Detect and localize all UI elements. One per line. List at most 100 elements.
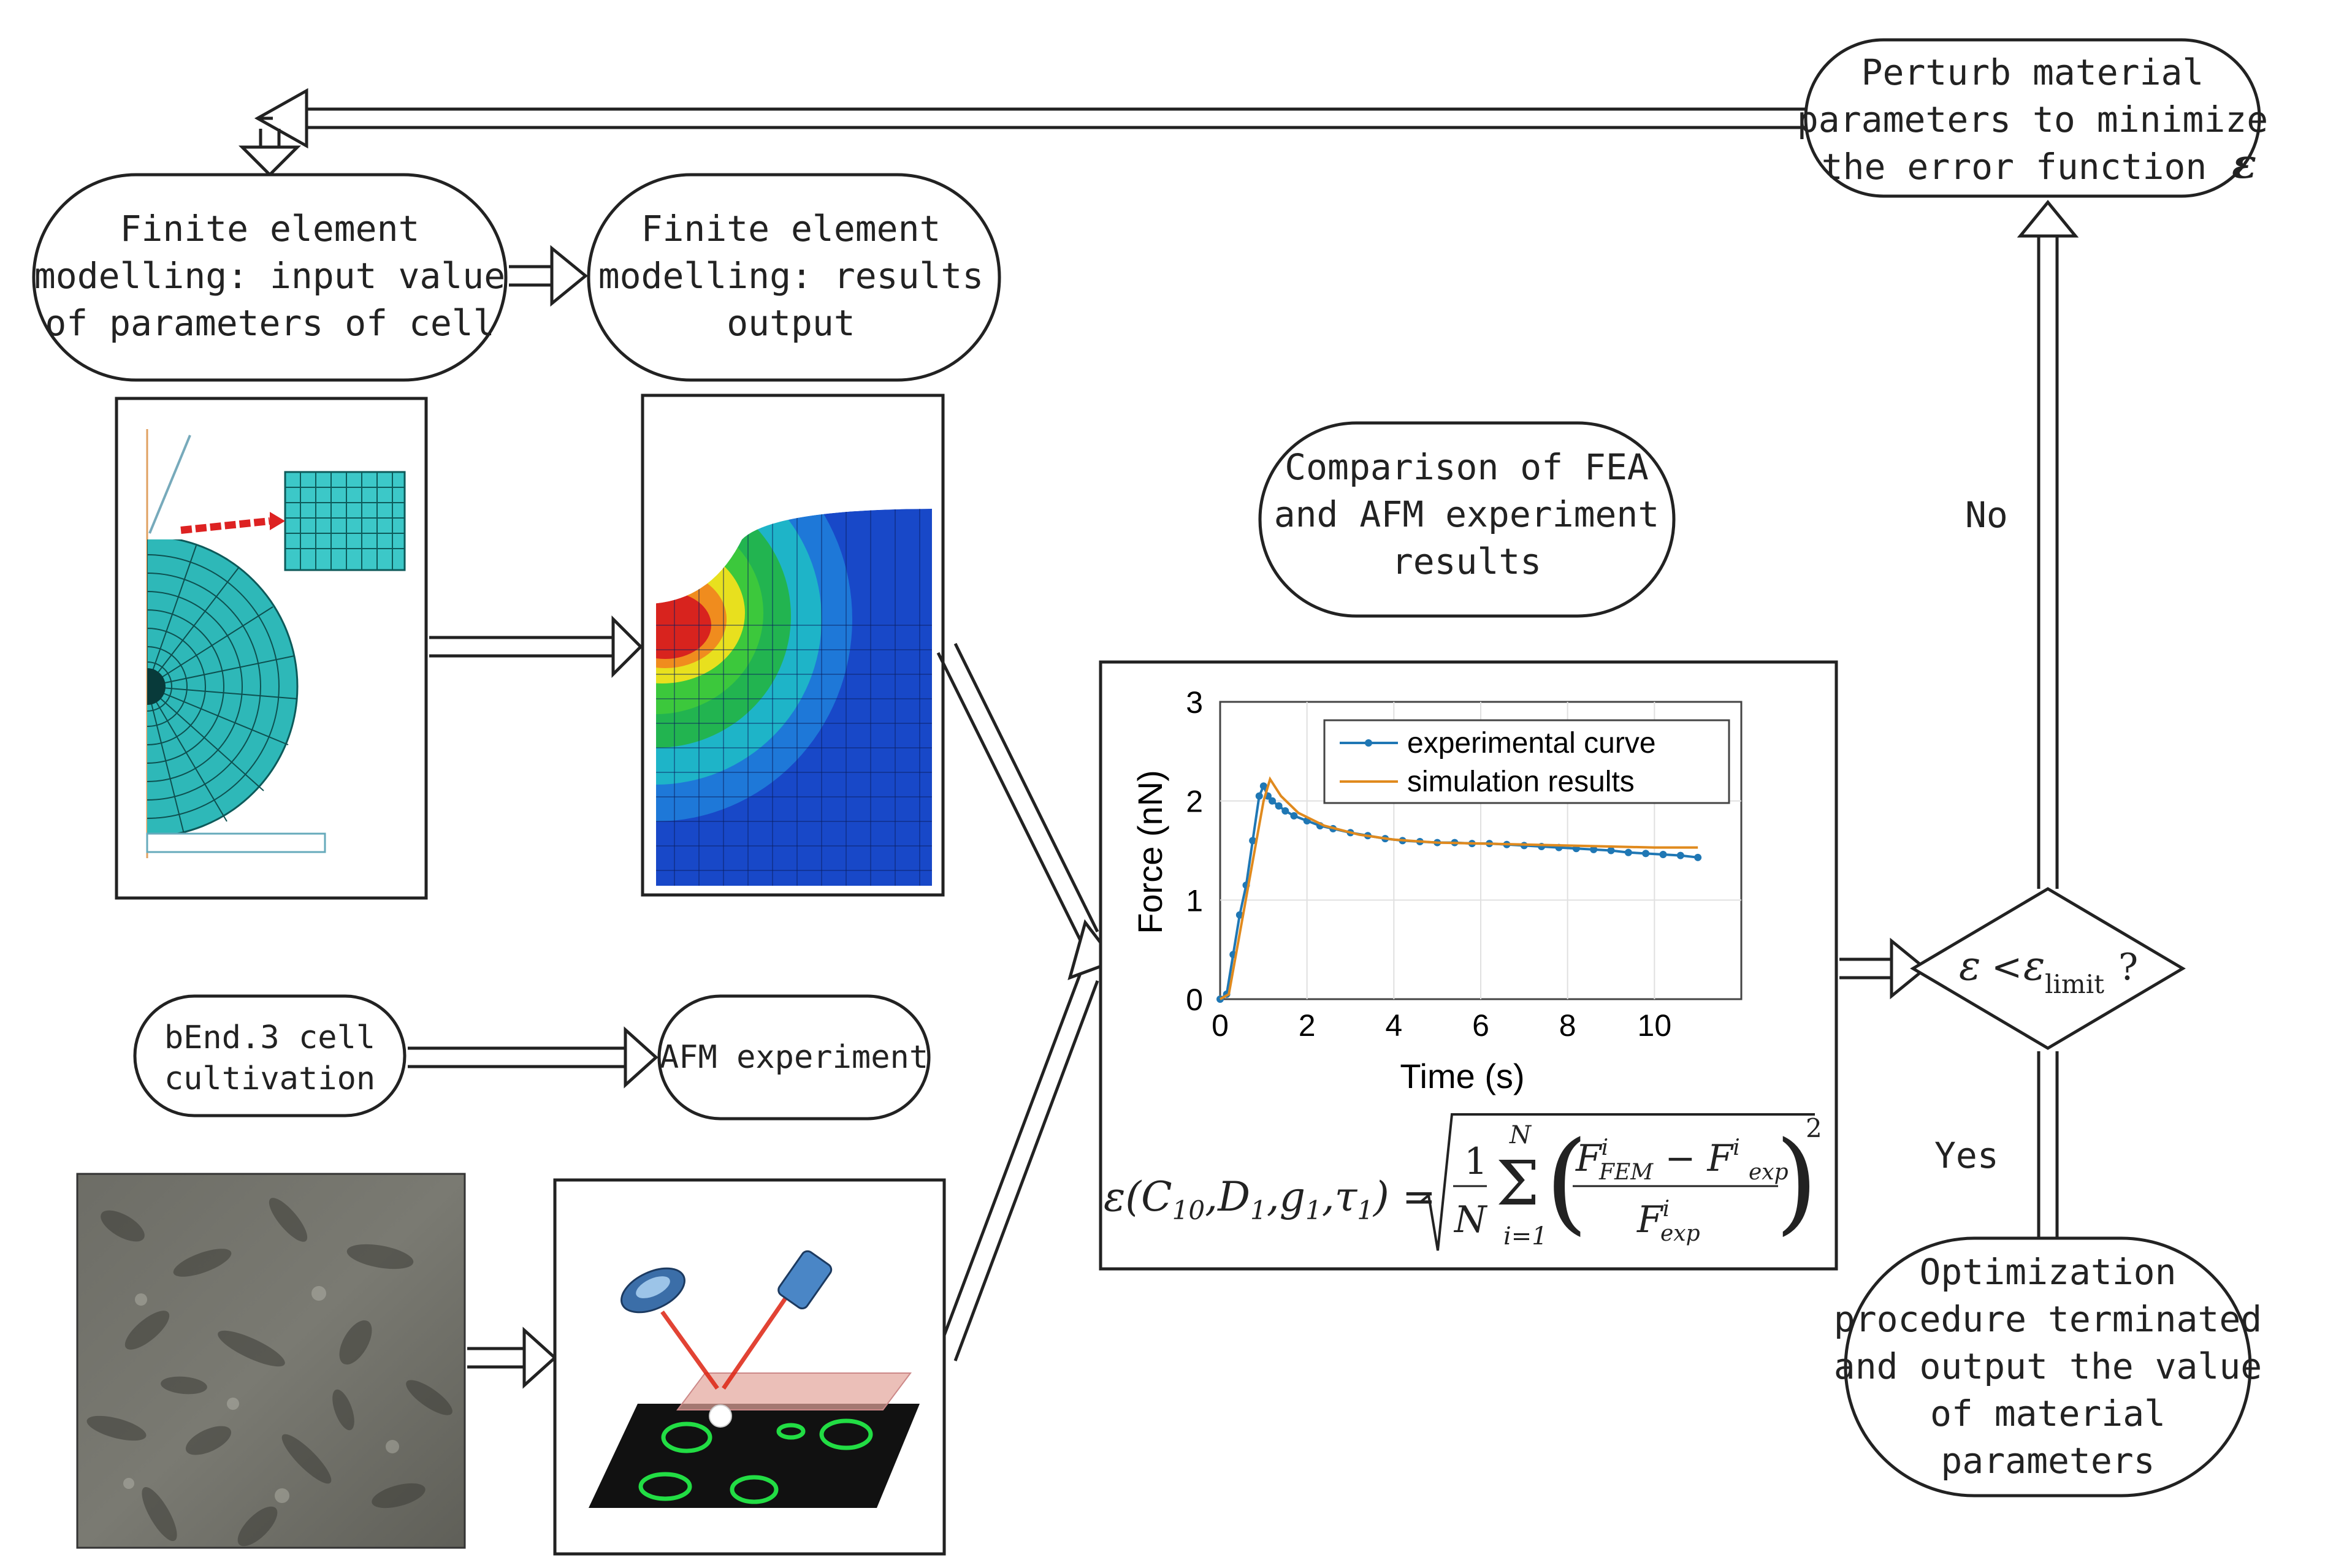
fe-output-node: Finite element modelling: results output <box>587 173 1001 382</box>
fe-output-line-1: Finite element <box>641 208 941 249</box>
svg-text:(: ( <box>1545 1118 1588 1246</box>
decision-eps: ε <box>1959 942 1980 989</box>
experimental-point <box>1607 847 1615 854</box>
arrow-sem-to-afm <box>467 1326 557 1389</box>
experimental-point <box>1694 853 1702 861</box>
afm-node: AFM experiment <box>657 994 931 1121</box>
experimental-point <box>1659 850 1667 858</box>
terminate-line-3: and output the value <box>1834 1345 2262 1387</box>
mesh-spokes <box>147 539 298 834</box>
arrow-chart-to-decision <box>1839 937 1928 1000</box>
x-tick-label: 4 <box>1385 1008 1402 1043</box>
perturb-line-1: Perturb material <box>1861 51 2204 93</box>
terminate-line-2: procedure terminated <box>1834 1298 2262 1340</box>
afm-setup-image <box>553 1178 946 1556</box>
arrow-result-to-chart <box>936 642 1099 945</box>
perturb-line-2: parameters to minimize <box>1797 99 2268 140</box>
y-tick-label: 3 <box>1186 685 1203 720</box>
svg-text:N: N <box>1509 1121 1532 1149</box>
probe-tip <box>709 1404 732 1428</box>
comparison-node: Comparison of FEA and AFM experiment res… <box>1258 421 1676 618</box>
y-tick-label: 0 <box>1186 983 1203 1017</box>
decision-eps2: ε <box>2023 942 2045 989</box>
svg-text:2: 2 <box>1806 1113 1822 1143</box>
comparison-line-3: results <box>1392 541 1541 582</box>
arrow-mesh-to-result <box>429 615 643 679</box>
fluorescent-cells <box>638 1418 873 1504</box>
x-tick-label: 2 <box>1299 1008 1316 1043</box>
arrow-input-to-output <box>509 245 588 307</box>
fe-output-line-3: output <box>727 302 855 344</box>
x-axis-label: Time (s) <box>1400 1057 1524 1095</box>
no-label: No <box>1965 494 2008 536</box>
legend: experimental curve simulation results <box>1323 719 1730 804</box>
experimental-point <box>1676 851 1684 859</box>
cell-micrograph-image <box>76 1173 466 1549</box>
cultivation-node: bEnd.3 cell cultivation <box>133 994 407 1117</box>
x-tick-label: 10 <box>1638 1008 1672 1043</box>
arrow-cultivation-to-afm <box>408 1026 659 1089</box>
terminate-line-4: of material <box>1930 1393 2166 1434</box>
perturb-line-3: the error function <box>1822 146 2207 188</box>
experimental-point <box>1590 845 1598 853</box>
y-tick-label: 2 <box>1186 785 1203 819</box>
svg-text:): ) <box>1775 1118 1818 1246</box>
experimental-point <box>1255 792 1263 800</box>
svg-text:i=1: i=1 <box>1503 1222 1548 1250</box>
experimental-point <box>1275 802 1283 810</box>
cantilever-plate <box>676 1372 912 1410</box>
laser-source <box>777 1250 833 1310</box>
chart-series <box>1216 776 1702 1003</box>
decision-q: ? <box>2118 946 2138 989</box>
y-axis-label: Force (nN) <box>1131 770 1169 934</box>
legend-label-experimental: experimental curve <box>1407 727 1656 759</box>
decision-sub: limit <box>2045 969 2104 999</box>
fe-input-line-2: modelling: input value <box>34 255 505 297</box>
cultivation-line-1: bEnd.3 cell <box>164 1019 375 1056</box>
svg-text:1: 1 <box>1464 1140 1487 1183</box>
legend-label-simulation: simulation results <box>1407 766 1635 798</box>
legend-marker-experimental <box>1365 739 1372 747</box>
svg-text:Σ: Σ <box>1496 1147 1540 1219</box>
arrow-decision-to-perturb <box>2017 200 2079 889</box>
fem-result-image <box>641 394 945 897</box>
arrow-afm-to-chart <box>936 968 1099 1361</box>
experimental-point <box>1249 837 1257 845</box>
line-decision-to-terminate <box>2037 1051 2059 1238</box>
x-tick-label: 8 <box>1559 1008 1576 1043</box>
decision-diamond: ε < ε limit ? <box>1910 887 2186 1050</box>
experimental-point <box>1642 850 1650 858</box>
laser-beam-1 <box>660 1310 719 1390</box>
epsilon-symbol: ε <box>2232 140 2256 188</box>
experimental-point <box>1269 797 1276 805</box>
afm-label: AFM experiment <box>660 1039 928 1076</box>
experimental-point <box>1259 782 1267 790</box>
terminate-line-5: parameters <box>1941 1440 2155 1482</box>
yes-label: Yes <box>1934 1135 1999 1176</box>
fem-mesh-image <box>115 397 428 900</box>
terminate-node: Optimization procedure terminated and ou… <box>1834 1236 2262 1498</box>
svg-text:N: N <box>1453 1198 1488 1241</box>
fe-output-line-2: modelling: results <box>598 255 984 297</box>
fe-input-line-3: of parameters of cell <box>45 302 494 344</box>
comparison-line-2: and AFM experiment <box>1274 493 1660 535</box>
perturb-node: Perturb material parameters to minimize … <box>1797 38 2268 198</box>
experimental-point <box>1624 848 1632 856</box>
feedback-arrow <box>238 88 1806 177</box>
sample-stage <box>589 1404 920 1508</box>
cell-blobs <box>86 1198 452 1547</box>
comparison-line-1: Comparison of FEA <box>1285 446 1649 488</box>
simulation-curve-line <box>1220 776 1698 1000</box>
terminate-line-1: Optimization <box>1919 1251 2176 1293</box>
formula-lhs: ε(C10,D1,g1,τ1) = <box>1104 1173 1436 1225</box>
experimental-point <box>1281 807 1289 815</box>
experimental-point <box>1290 812 1298 820</box>
laser-beam-2 <box>722 1289 793 1390</box>
x-tick-label: 0 <box>1212 1008 1229 1043</box>
mesh-zoom-grid <box>285 472 405 570</box>
x-tick-label: 6 <box>1472 1008 1489 1043</box>
